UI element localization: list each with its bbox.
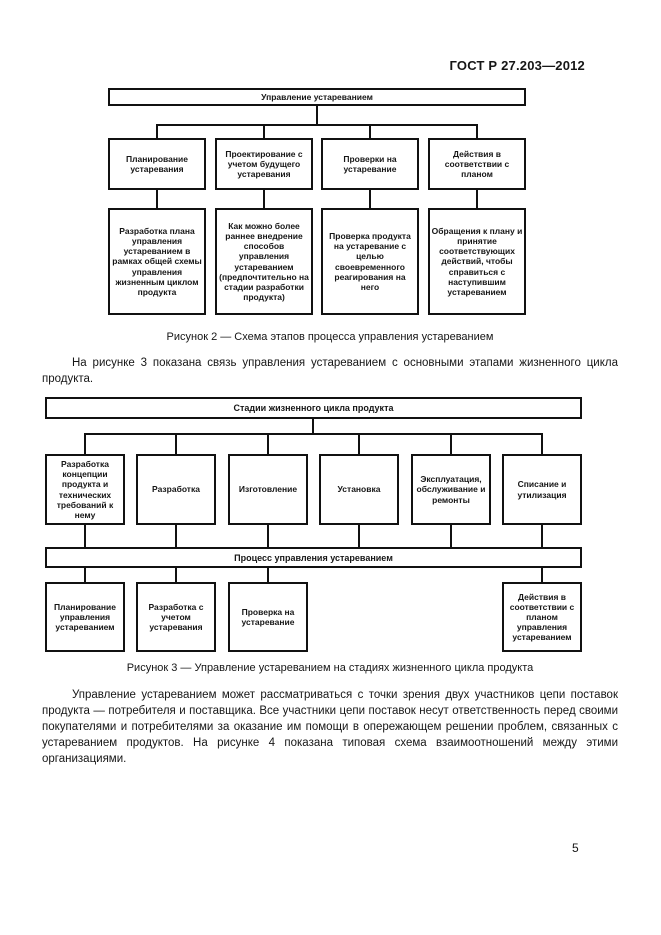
fig3-process-step-box: Действия в соответствии с планом управле… (502, 582, 582, 652)
fig3-stage-box: Установка (319, 454, 399, 525)
fig3-stage-box: Эксплуатация, обслуживание и ремонты (411, 454, 491, 525)
connector-line (476, 190, 478, 208)
connector-line (84, 568, 86, 582)
fig2-stage-box: Проверки на устаревание (321, 138, 419, 190)
connector-line (263, 190, 265, 208)
fig3-process-band: Процесс управления устареванием (45, 547, 582, 568)
connector-line (267, 433, 269, 454)
connector-line (476, 124, 478, 138)
fig2-detail-box: Как можно более раннее внедрение способо… (215, 208, 313, 315)
connector-line (84, 433, 86, 454)
fig2-stage-box: Проектирование с учетом будущего устарев… (215, 138, 313, 190)
fig3-lifecycle-band: Стадии жизненного цикла продукта (45, 397, 582, 419)
figure-3-caption: Рисунок 3 — Управление устареванием на с… (126, 662, 534, 674)
page-number: 5 (572, 841, 579, 855)
connector-line (369, 190, 371, 208)
fig2-detail-box: Проверка продукта на устаревание с целью… (321, 208, 419, 315)
connector-line (156, 124, 478, 126)
fig2-stage-box: Планирование устаревания (108, 138, 206, 190)
connector-line (450, 433, 452, 454)
fig3-process-step-box: Планирование управления устареванием (45, 582, 125, 652)
connector-line (541, 568, 543, 582)
connector-line (84, 433, 543, 435)
connector-line (267, 568, 269, 582)
fig3-stage-box: Разработка концепции продукта и техничес… (45, 454, 125, 525)
connector-line (358, 433, 360, 454)
fig3-process-step-box: Проверка на устаревание (228, 582, 308, 652)
figure-2-diagram: Управление устареванием Планирование уст… (108, 88, 526, 315)
figure-2-caption: Рисунок 2 — Схема этапов процесса управл… (166, 331, 494, 343)
connector-line (156, 124, 158, 138)
connector-line (316, 106, 318, 124)
fig3-stage-box: Разработка (136, 454, 216, 525)
connector-line (156, 190, 158, 208)
fig2-detail-box: Разработка плана управления устареванием… (108, 208, 206, 315)
connector-line (175, 525, 177, 547)
connector-line (541, 433, 543, 454)
paragraph: Управление устареванием может рассматрив… (42, 689, 618, 765)
connector-line (263, 124, 265, 138)
connector-line (541, 525, 543, 547)
connector-line (175, 568, 177, 582)
connector-line (369, 124, 371, 138)
fig2-detail-box: Обращения к плану и принятие соответству… (428, 208, 526, 315)
fig3-stage-box: Списание и утилизация (502, 454, 582, 525)
fig3-stage-box: Изготовление (228, 454, 308, 525)
connector-line (312, 419, 314, 433)
fig2-root-box: Управление устареванием (108, 88, 526, 106)
connector-line (175, 433, 177, 454)
connector-line (84, 525, 86, 547)
paragraph: На рисунке 3 показана связь управления у… (42, 357, 618, 385)
fig2-stage-box: Действия в соответствии с планом (428, 138, 526, 190)
connector-line (358, 525, 360, 547)
standard-number-header: ГОСТ Р 27.203—2012 (449, 58, 585, 73)
fig3-process-step-box: Разработка с учетом устаревания (136, 582, 216, 652)
connector-line (450, 525, 452, 547)
figure-3-diagram: Стадии жизненного цикла продукта Разрабо… (45, 397, 582, 653)
connector-line (267, 525, 269, 547)
